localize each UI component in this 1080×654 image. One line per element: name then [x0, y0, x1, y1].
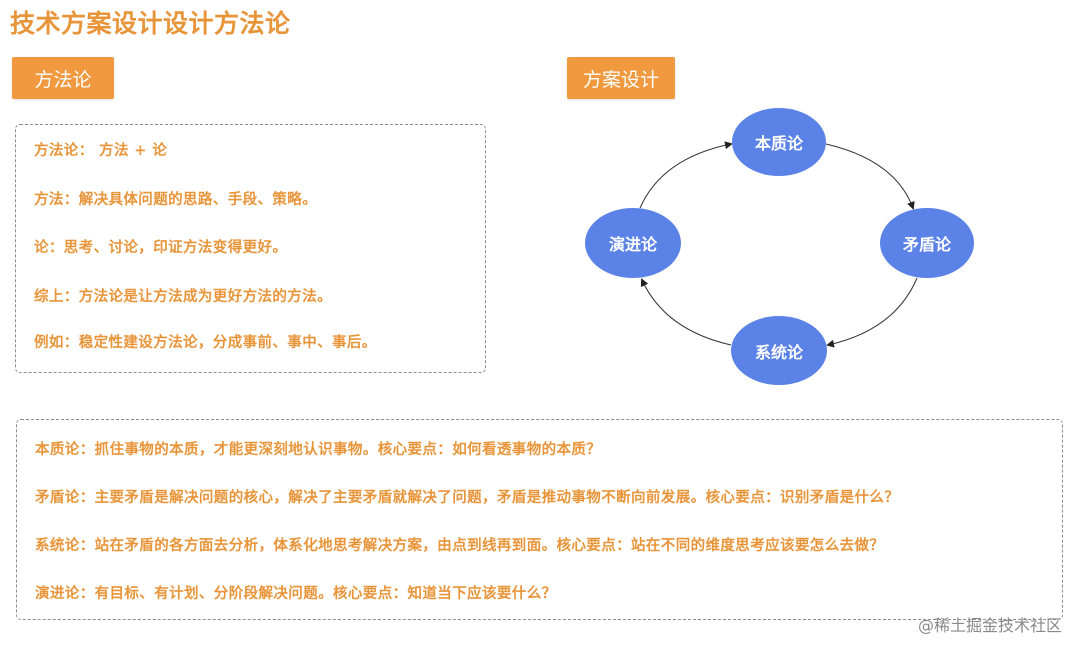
page-title: 技术方案设计设计方法论 — [10, 9, 291, 38]
watermark: @稀土掘金技术社区 — [917, 616, 1062, 635]
methodology-line: 方法论： 方法 + 论 — [34, 142, 168, 159]
arrow-right-to-bottom — [826, 277, 918, 348]
node-evolution: 演进论 — [585, 208, 681, 278]
detail-line: 本质论：抓住事物的本质，才能更深刻地认识事物。核心要点：如何看透事物的本质？ — [35, 441, 602, 458]
detail-line: 矛盾论：主要矛盾是解决问题的核心，解决了主要矛盾就解决了问题，矛盾是推动事物不断… — [35, 489, 900, 506]
node-contradiction: 矛盾论 — [880, 208, 974, 278]
arrow-left-to-top — [639, 141, 733, 209]
methodology-line: 综上：方法论是让方法成为更好方法的方法。 — [34, 288, 332, 305]
arrow-bottom-to-left — [640, 278, 732, 346]
methodology-tag: 方法论 — [12, 57, 114, 99]
node-essence: 本质论 — [732, 108, 826, 176]
methodology-line: 例如：稳定性建设方法论，分成事前、事中、事后。 — [34, 334, 377, 351]
solution-design-tag: 方案设计 — [567, 57, 675, 99]
detail-line: 系统论：站在矛盾的各方面去分析，体系化地思考解决方案，由点到线再到面。核心要点：… — [35, 537, 885, 554]
arrow-top-to-right — [825, 143, 915, 210]
methodology-box: 方法论： 方法 + 论 方法：解决具体问题的思路、手段、策略。 论：思考、讨论，… — [15, 124, 486, 373]
methodology-line: 方法：解决具体问题的思路、手段、策略。 — [34, 191, 318, 208]
methodology-line: 论：思考、讨论，印证方法变得更好。 — [34, 239, 288, 256]
detail-box: 本质论：抓住事物的本质，才能更深刻地认识事物。核心要点：如何看透事物的本质？ 矛… — [16, 419, 1063, 620]
node-system: 系统论 — [731, 316, 827, 385]
detail-line: 演进论：有目标、有计划、分阶段解决问题。核心要点：知道当下应该要什么？ — [35, 585, 557, 602]
